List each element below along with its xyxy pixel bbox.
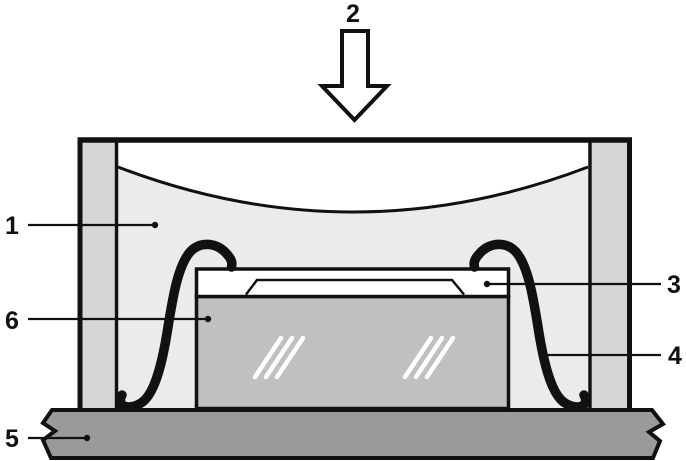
force-arrow: 2 xyxy=(317,0,392,123)
callout-4: 4 xyxy=(545,342,682,370)
hatch-line xyxy=(252,335,284,380)
callout-3-label: 3 xyxy=(667,271,681,299)
mold-frame xyxy=(77,137,632,411)
die-assembly xyxy=(194,267,511,411)
callout-5-dot xyxy=(83,434,91,442)
callout-5: 5 xyxy=(5,425,91,453)
hatch-line xyxy=(413,335,445,380)
substrate xyxy=(40,408,667,460)
callout-1: 1 xyxy=(5,212,159,240)
callout-4-label: 4 xyxy=(668,342,682,370)
meniscus-curve xyxy=(117,165,589,214)
substrate-strip xyxy=(40,408,667,460)
hatch-line xyxy=(263,335,295,380)
callout-1-label: 1 xyxy=(5,212,19,240)
callout-6-label: 6 xyxy=(5,307,19,335)
callout-6-dot xyxy=(204,315,212,323)
top-layer-chip-outline xyxy=(245,278,465,296)
callout-5-label: 5 xyxy=(5,425,19,453)
hatch-line xyxy=(274,335,306,380)
down-arrow-icon xyxy=(317,29,392,123)
die-body-block xyxy=(194,294,511,411)
bond-wire-right xyxy=(469,239,591,412)
right-wall-column xyxy=(592,142,628,410)
hatch-line xyxy=(424,335,456,380)
bond-wires xyxy=(115,239,591,412)
callout-3-dot xyxy=(483,280,491,288)
callout-2-label: 2 xyxy=(346,0,360,28)
hatch-line xyxy=(402,335,434,380)
callouts: 1 3 4 5 6 xyxy=(5,212,682,453)
callout-6: 6 xyxy=(5,307,212,335)
callout-1-dot xyxy=(151,221,159,229)
left-wall-column xyxy=(82,142,115,410)
bond-wire-left xyxy=(115,239,237,412)
callout-3: 3 xyxy=(483,271,681,299)
hatch-marks xyxy=(252,335,456,380)
